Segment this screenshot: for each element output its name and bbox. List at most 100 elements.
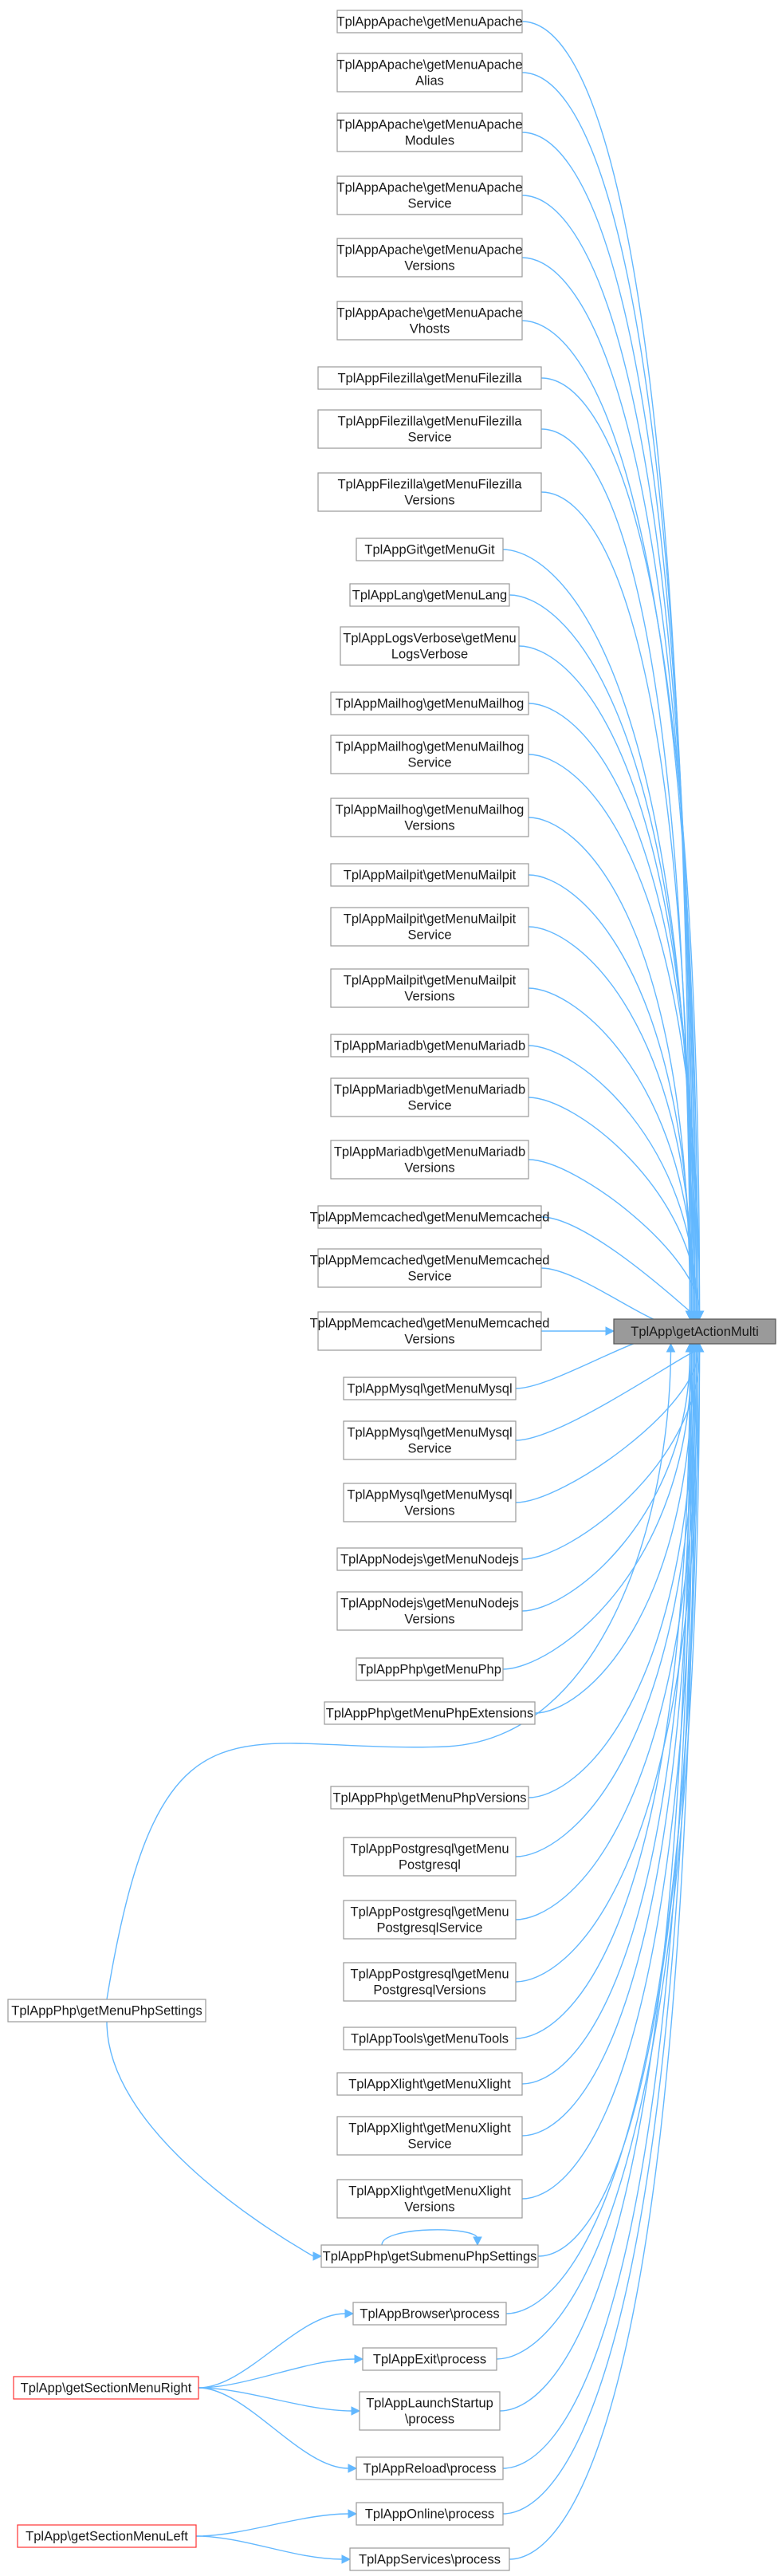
node-box (317, 1205, 542, 1229)
caller-node-n36[interactable]: TplAppTools\getMenuTools (343, 2027, 517, 2050)
caller-node-n40[interactable]: TplAppPhp\getSubmenuPhpSettings (320, 2244, 539, 2268)
node-box (324, 1701, 536, 1725)
caller-node-n41[interactable]: TplAppBrowser\process (352, 2302, 507, 2326)
caller-node-n11[interactable]: TplAppLang\getMenuLang (349, 583, 510, 607)
node-box (336, 10, 523, 33)
caller-node-n22[interactable]: TplAppMemcached\getMenuMemcached (310, 1205, 550, 1229)
caller-node-n32[interactable]: TplAppPhp\getMenuPhpVersions (330, 1786, 529, 1810)
caller-node-n45[interactable]: TplAppOnline\process (356, 2502, 504, 2526)
caller-node-n7[interactable]: TplAppFilezilla\getMenuFilezilla (317, 366, 542, 390)
node-label: TplAppMariadb\getMenuMariadb (334, 1083, 525, 1097)
node-box (317, 1311, 542, 1351)
edge-L3-to-n45 (195, 2513, 349, 2537)
node-label: TplAppLang\getMenuLang (352, 589, 508, 603)
left-node-L3[interactable]: TplApp\getSectionMenuLeft (17, 2524, 197, 2548)
node-label: TplAppPostgresql\getMenu (350, 1842, 509, 1857)
edge-n40-to-n40-arrow (473, 2236, 482, 2247)
caller-node-n28[interactable]: TplAppNodejs\getMenuNodejs (336, 1547, 523, 1571)
caller-node-n30[interactable]: TplAppPhp\getMenuPhp (356, 1657, 504, 1681)
caller-node-n10[interactable]: TplAppGit\getMenuGit (356, 538, 504, 561)
node-box (17, 2524, 197, 2548)
edge-n29-to-target (521, 1351, 691, 1612)
node-box (340, 626, 520, 666)
edge-n9-to-target (540, 491, 693, 1312)
target-node[interactable]: TplApp\getActionMulti (613, 1318, 776, 1345)
node-label: Vhosts (410, 322, 450, 337)
edge-n6-to-target (521, 320, 699, 1312)
edge-L2-to-n41-arrow (344, 2309, 355, 2318)
caller-node-n46[interactable]: TplAppServices\process (349, 2547, 510, 2571)
edge-L3-to-n46-arrow (341, 2554, 352, 2564)
node-label: TplAppPhp\getMenuPhpSettings (11, 2004, 202, 2019)
node-label: Modules (405, 134, 454, 148)
edge-L2-to-n43 (198, 2387, 352, 2412)
node-box (13, 2376, 199, 2400)
node-label: TplAppApache\getMenuApache (337, 15, 523, 30)
caller-node-n37[interactable]: TplAppXlight\getMenuXlight (336, 2072, 523, 2096)
edge-n15-to-target (528, 817, 691, 1312)
edge-n18-to-target (528, 987, 696, 1312)
caller-node-n44[interactable]: TplAppReload\process (356, 2456, 504, 2480)
node-box (317, 472, 542, 512)
edge-L3-to-n46 (195, 2535, 343, 2560)
node-box (349, 2547, 510, 2571)
caller-node-n1[interactable]: TplAppApache\getMenuApache (336, 10, 523, 33)
node-box (336, 2072, 523, 2096)
edge-n21-to-target (528, 1159, 701, 1312)
node-box (330, 863, 529, 887)
left-node-L2[interactable]: TplApp\getSectionMenuRight (13, 2376, 199, 2400)
caller-node-n16[interactable]: TplAppMailpit\getMenuMailpit (330, 863, 529, 887)
node-label: TplAppApache\getMenuApache (337, 243, 523, 258)
node-box (356, 1657, 504, 1681)
caller-node-n42[interactable]: TplAppExit\process (362, 2347, 497, 2371)
node-label: Versions (404, 2200, 454, 2215)
node-label: TplAppPhp\getSubmenuPhpSettings (323, 2250, 537, 2264)
node-box (336, 1547, 523, 1571)
node-label: Versions (404, 1161, 454, 1176)
node-box (7, 1999, 206, 2023)
node-label: TplAppLaunchStartup (366, 2397, 493, 2411)
caller-node-n34[interactable]: TplAppPostgresql\getMenuPostgresqlServic… (343, 1900, 517, 1940)
node-box (330, 1140, 529, 1180)
node-label: LogsVerbose (391, 648, 468, 662)
caller-node-n35[interactable]: TplAppPostgresql\getMenuPostgresqlVersio… (343, 1962, 517, 2002)
caller-node-n25[interactable]: TplAppMysql\getMenuMysql (343, 1377, 517, 1400)
caller-node-n31[interactable]: TplAppPhp\getMenuPhpExtensions (324, 1701, 536, 1725)
node-box (343, 1900, 517, 1940)
edge-n22-to-target (540, 1216, 691, 1312)
edge-n17-to-target (528, 926, 694, 1312)
caller-node-n13[interactable]: TplAppMailhog\getMenuMailhog (330, 691, 529, 715)
caller-node-n43[interactable]: TplAppLaunchStartup\process (359, 2391, 501, 2431)
node-box (317, 366, 542, 390)
left-node-L1[interactable]: TplAppPhp\getMenuPhpSettings (7, 1999, 206, 2023)
node-label: TplApp\getActionMulti (631, 1325, 759, 1339)
node-label: TplAppMailpit\getMenuMailpit (344, 912, 517, 927)
caller-node-n19[interactable]: TplAppMariadb\getMenuMariadb (330, 1034, 529, 1058)
node-box (336, 1591, 523, 1631)
edge-n31-to-target (534, 1351, 694, 1714)
edge-n37-to-target (521, 1351, 693, 2085)
